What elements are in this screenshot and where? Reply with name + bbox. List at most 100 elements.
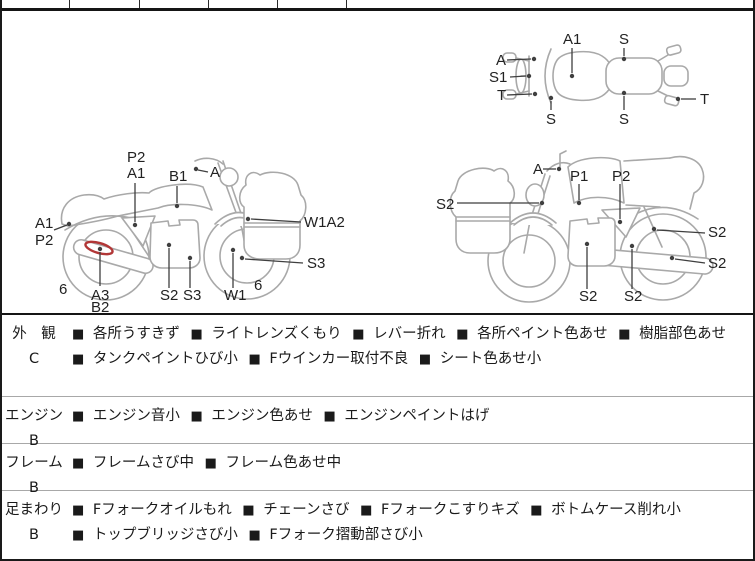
- leader-dot: [245, 216, 251, 222]
- defect-list: ■ フレームさび中 ■ フレーム色あせ中: [66, 444, 753, 490]
- defect-text: シート色あせ小: [435, 351, 542, 367]
- diagram-label: W1: [224, 287, 247, 304]
- defect-bullet-icon: ■: [248, 528, 261, 543]
- diagram-label: P2: [35, 232, 53, 249]
- table-cell: [70, 0, 140, 8]
- right-signal: [663, 94, 680, 107]
- leader-dot: [532, 91, 538, 97]
- grade-value: C: [28, 351, 40, 367]
- diagram-label: P1: [570, 168, 588, 185]
- grade-value: B: [29, 433, 39, 449]
- table-row-exterior: 外 観 C ■ 各所うすきず ■ ライトレンズくもり ■ レバー折れ ■ 各所ペ…: [2, 315, 753, 397]
- leader-dot: [526, 73, 532, 79]
- diagram-label: T: [497, 87, 506, 104]
- defect-text: ライトレンズくもり: [206, 326, 342, 342]
- leader-dot: [548, 95, 554, 101]
- front-cowl: [238, 171, 307, 260]
- defect-item: ■ ライトレンズくもり: [191, 326, 342, 342]
- defect-bullet-icon: ■: [190, 409, 203, 424]
- engine: [567, 217, 616, 267]
- grade-value: B: [29, 480, 39, 496]
- defect-bullet-icon: ■: [72, 327, 85, 342]
- defect-item: ■ 各所うすきず: [72, 326, 180, 342]
- defect-text: 各所うすきず: [88, 326, 180, 342]
- defect-bullet-icon: ■: [72, 528, 85, 543]
- defect-text: ボトムケース削れ小: [546, 502, 681, 518]
- diagram-label: S2: [708, 224, 726, 241]
- diagram-label: A1: [35, 215, 53, 232]
- diagram-label: S2: [579, 288, 597, 305]
- defect-item: ■ Fウインカー取付不良: [249, 351, 409, 367]
- defect-item: ■ エンジンペイントはげ: [324, 408, 490, 424]
- defect-bullet-icon: ■: [242, 503, 255, 518]
- defect-text: Fウインカー取付不良: [264, 351, 409, 367]
- diagram-label: 6: [254, 277, 262, 294]
- defect-item: ■ チェーンさび: [242, 502, 349, 518]
- leader-dot: [174, 203, 180, 209]
- diagram-label: A1: [563, 31, 581, 48]
- defect-bullet-icon: ■: [248, 352, 261, 367]
- defect-bullet-icon: ■: [72, 409, 85, 424]
- defect-text: Fフォークオイルもれ: [88, 502, 232, 518]
- defect-item: ■ シート色あせ小: [419, 351, 541, 367]
- defect-text: エンジンペイントはげ: [339, 408, 490, 424]
- defect-list: ■ エンジン音小 ■ エンジン色あせ ■ エンジンペイントはげ: [66, 397, 753, 443]
- front-cowl-band: [243, 222, 301, 228]
- leader-dot: [132, 222, 138, 228]
- leader-dot: [539, 200, 545, 206]
- leader-line: [244, 258, 304, 264]
- defect-bullet-icon: ■: [360, 503, 373, 518]
- diagram-label: S3: [307, 255, 325, 272]
- table-row-engine: エンジン B ■ エンジン音小 ■ エンジン色あせ ■ エンジンペイントはげ: [2, 397, 753, 449]
- damage-highlight-ellipse: [84, 240, 114, 256]
- leader-dot: [66, 221, 72, 227]
- diagram-label: P2: [612, 168, 630, 185]
- headlight: [219, 167, 239, 187]
- defect-text: エンジン色あせ: [206, 408, 313, 424]
- leader-dot: [166, 242, 172, 248]
- clipped-table-row: [2, 0, 753, 11]
- diagram-label: A1: [127, 165, 145, 182]
- leader-dot: [576, 200, 582, 206]
- diagram-label: S: [619, 31, 629, 48]
- rear-body-top: [663, 65, 689, 87]
- defect-list: ■ 各所うすきず ■ ライトレンズくもり ■ レバー折れ ■ 各所ペイント色あせ…: [66, 315, 753, 396]
- diagram-label: S: [619, 111, 629, 128]
- seat-top: [605, 57, 663, 95]
- leader-dot: [621, 56, 627, 62]
- leader-line: [197, 169, 209, 173]
- leader-dot: [621, 90, 627, 96]
- front-cowl: [449, 167, 516, 254]
- fuel-tank-top: [552, 50, 614, 102]
- defect-bullet-icon: ■: [530, 503, 543, 518]
- category-label: エンジン: [5, 408, 63, 424]
- diagram-label: A: [210, 164, 220, 181]
- defect-item: ■ 樹脂部色あせ: [618, 326, 726, 342]
- defect-text: 樹脂部色あせ: [634, 326, 727, 342]
- fuel-tank: [567, 156, 625, 204]
- leader-line: [506, 93, 533, 96]
- leader-dot: [675, 96, 681, 102]
- defect-item: ■ Fフォーク摺動部さび小: [249, 527, 423, 543]
- defect-item: ■ エンジン色あせ: [191, 408, 313, 424]
- category-label: フレーム: [5, 455, 63, 471]
- diagram-label: A: [533, 161, 543, 178]
- leader-dot: [230, 247, 236, 253]
- top-view-leaders: [506, 48, 696, 110]
- front-wheel-rim: [502, 234, 556, 288]
- handlebar: [194, 157, 224, 165]
- defect-item: ■ レバー折れ: [352, 326, 445, 342]
- diagram-canvas: P2 A1 B1 A A1 P2 W1A2 S3 6 A3 B2 S2 S3 W…: [35, 31, 726, 313]
- diagram-label: B1: [169, 168, 187, 185]
- table-cell: [140, 0, 209, 8]
- defect-item: ■ Fフォークこすりキズ: [360, 502, 519, 518]
- leader-dot: [584, 241, 590, 247]
- top-view-labels: A1 S A S1 T S S T: [489, 31, 709, 128]
- right-side-view-leaders: [457, 166, 706, 289]
- defect-bullet-icon: ■: [72, 352, 85, 367]
- table-cell: [209, 0, 278, 8]
- leader-dot: [531, 56, 537, 62]
- defect-text: タンクペイントひび小: [88, 351, 238, 367]
- defect-item: ■ Fフォークオイルもれ: [72, 502, 232, 518]
- leader-dot: [97, 246, 103, 252]
